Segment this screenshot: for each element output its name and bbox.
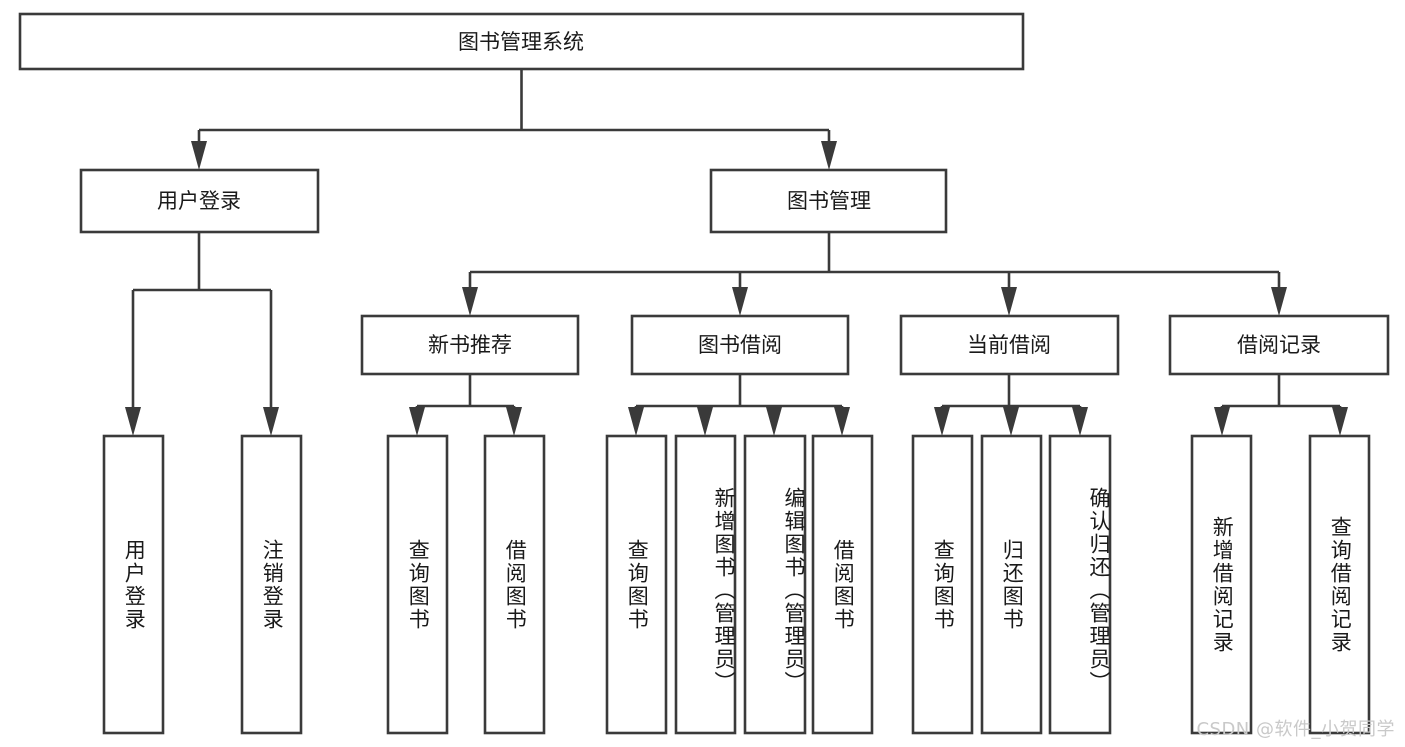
node-book-borrow[interactable]: 图书借阅	[630, 314, 850, 376]
arrow-head-leaf-user-login	[125, 407, 141, 436]
connector-group-records	[1214, 374, 1348, 436]
node-new-book-recommend-label: 新书推荐	[428, 333, 512, 357]
leaf-box-nb-borrow-book[interactable]	[483, 434, 546, 735]
leaf-box-bb-borrow-book[interactable]	[811, 434, 874, 735]
leaf-box-cb-return-book[interactable]	[980, 434, 1043, 735]
node-borrow-records[interactable]: 借阅记录	[1168, 314, 1390, 376]
leaf-box-cb-query-book[interactable]	[911, 434, 974, 735]
arrow-head-bb-leaf3	[766, 407, 782, 436]
arrow-head-rec-leaf1	[1214, 407, 1230, 436]
arrow-head-bookmgmt	[821, 141, 837, 170]
arrow-head-bb-leaf1	[628, 407, 644, 436]
node-user-login[interactable]: 用户登录	[79, 168, 320, 234]
arrow-head-bb-leaf2	[697, 407, 713, 436]
arrow-head-userlogin	[191, 141, 207, 170]
node-root-label: 图书管理系统	[458, 30, 584, 54]
node-current-borrow-box[interactable]	[899, 314, 1120, 376]
arrow-head-new-book-recommend	[462, 287, 478, 316]
arrow-head-leaf-logout	[263, 407, 279, 436]
arrow-head-cb-leaf1	[934, 407, 950, 436]
node-book-management-label: 图书管理	[787, 189, 871, 213]
arrow-head-cb-leaf3	[1072, 407, 1088, 436]
node-borrow-records-label: 借阅记录	[1237, 333, 1321, 357]
arrow-head-borrow-records	[1271, 287, 1287, 316]
connector-group-root	[191, 69, 837, 170]
arrow-head-book-borrow	[732, 287, 748, 316]
arrow-head-current-borrow	[1001, 287, 1017, 316]
node-book-management-box[interactable]	[709, 168, 948, 234]
node-root[interactable]: 图书管理系统	[18, 12, 1025, 71]
arrow-head-newbook-leaf2	[506, 407, 522, 436]
node-book-borrow-box[interactable]	[630, 314, 850, 376]
leaf-box-rec-query-record[interactable]	[1308, 434, 1371, 735]
watermark-text: CSDN @软件_小贺同学	[1196, 719, 1395, 740]
arrow-head-bb-leaf4	[834, 407, 850, 436]
connector-group-bookmgmt	[462, 232, 1287, 316]
leaf-box-cb-confirm-return[interactable]	[1048, 434, 1112, 735]
leaf-box-logout[interactable]	[240, 434, 303, 735]
connector-group-bookborrow	[628, 374, 850, 436]
connector-group-newbook	[409, 374, 522, 436]
leaf-box-bb-query-book[interactable]	[605, 434, 668, 735]
node-book-borrow-label: 图书借阅	[698, 333, 782, 357]
node-new-book-recommend-box[interactable]	[360, 314, 580, 376]
node-book-management[interactable]: 图书管理	[709, 168, 948, 234]
node-user-login-box[interactable]	[79, 168, 320, 234]
node-borrow-records-box[interactable]	[1168, 314, 1390, 376]
leaf-box-user-login[interactable]	[102, 434, 165, 735]
connector-group-currentborrow	[934, 374, 1088, 436]
node-current-borrow[interactable]: 当前借阅	[899, 314, 1120, 376]
node-root-box[interactable]	[18, 12, 1025, 71]
connector-group-userlogin	[125, 232, 279, 436]
arrow-head-rec-leaf2	[1332, 407, 1348, 436]
leaf-box-bb-add-book[interactable]	[674, 434, 737, 735]
node-user-login-label: 用户登录	[157, 189, 241, 213]
arrow-head-cb-leaf2	[1003, 407, 1019, 436]
arrow-head-newbook-leaf1	[409, 407, 425, 436]
node-current-borrow-label: 当前借阅	[967, 333, 1051, 357]
node-new-book-recommend[interactable]: 新书推荐	[360, 314, 580, 376]
leaf-box-rec-add-record[interactable]	[1190, 434, 1253, 735]
leaf-boxes	[102, 434, 1371, 735]
leaf-box-bb-edit-book[interactable]	[743, 434, 807, 735]
leaf-box-nb-query-book[interactable]	[386, 434, 449, 735]
